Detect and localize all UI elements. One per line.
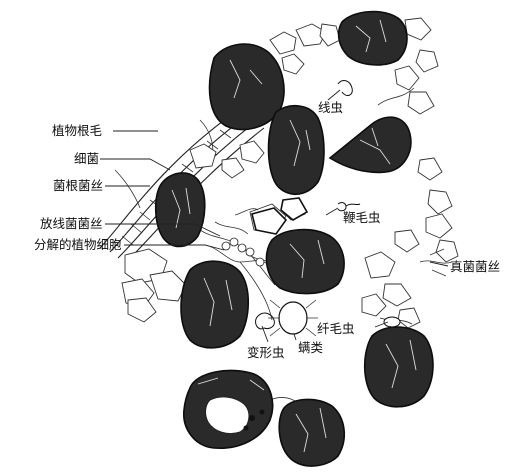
label-ciliate: 纤毛虫 <box>317 321 355 336</box>
label-root-hair: 植物根毛 <box>52 123 103 138</box>
label-flagellate: 鞭毛虫 <box>343 210 381 225</box>
label-nematode: 线虫 <box>318 100 343 115</box>
ciliate-organism <box>383 316 401 328</box>
label-mite: 螨类 <box>298 340 324 355</box>
decomposing-cells <box>221 237 265 267</box>
soil-organisms <box>221 80 401 431</box>
nematode-organism <box>337 80 353 96</box>
label-fungal-hyphae: 真菌菌丝 <box>450 259 500 274</box>
label-mycorrhiza: 菌根菌丝 <box>53 178 103 193</box>
flagellate-organism <box>337 202 361 212</box>
label-decomposing-plant-cells: 分解的植物细胞 <box>34 237 122 252</box>
label-amoeba: 变形虫 <box>247 345 285 360</box>
label-bacteria: 细菌 <box>74 151 99 166</box>
leader-lines <box>100 89 449 343</box>
mite-organism <box>268 299 318 337</box>
soil-aggregates <box>121 17 459 329</box>
amoeba-organism <box>255 312 275 330</box>
bottom-aggregates <box>183 369 345 467</box>
label-actinomycete: 放线菌菌丝 <box>40 216 103 231</box>
labels: 植物根毛 细菌 菌根菌丝 放线菌菌丝 分解的植物细胞 线虫 鞭毛虫 真菌菌丝 纤… <box>34 100 500 360</box>
mineral-particles <box>154 10 434 408</box>
